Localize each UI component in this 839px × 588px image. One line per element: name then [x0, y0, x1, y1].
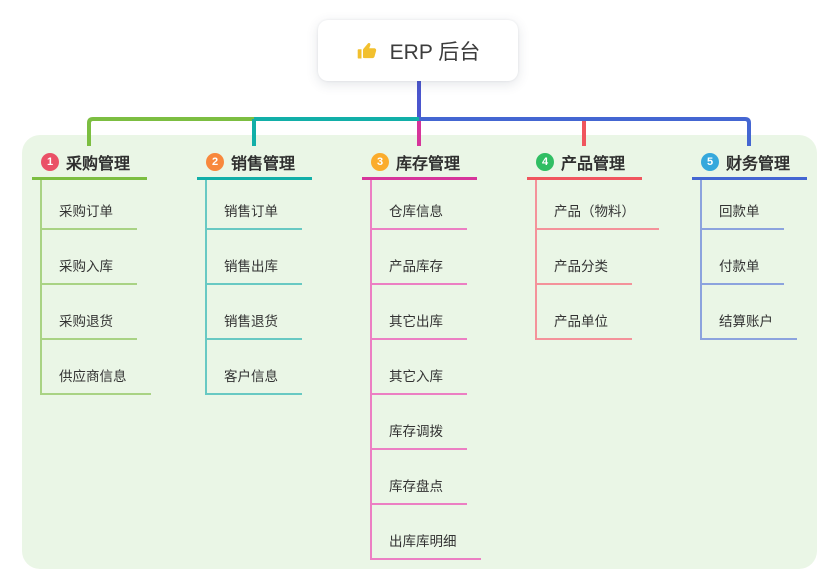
child-node-产品（物料）[interactable]: 产品（物料） — [537, 200, 659, 230]
child-node-其它出库[interactable]: 其它出库 — [372, 310, 467, 340]
child-row: 销售订单 — [207, 180, 327, 230]
thumbs-up-icon — [356, 39, 380, 63]
branch-label: 财务管理 — [726, 156, 791, 173]
child-node-采购入库[interactable]: 采购入库 — [42, 255, 137, 285]
child-row: 采购订单 — [42, 180, 162, 230]
child-row: 产品单位 — [537, 285, 657, 340]
child-row: 其它入库 — [372, 340, 492, 395]
root-title: ERP 后台 — [389, 40, 481, 64]
branch-label: 销售管理 — [231, 156, 296, 173]
child-row: 库存调拨 — [372, 395, 492, 450]
branch-number-badge: 2 — [206, 153, 224, 171]
child-row: 库存盘点 — [372, 450, 492, 505]
child-row: 出库库明细 — [372, 505, 492, 560]
branch-销售管理: 2 销售管理销售订单销售出库销售退货客户信息 — [197, 147, 327, 395]
branch-财务管理: 5 财务管理回款单付款单结算账户 — [692, 147, 822, 340]
child-row: 其它出库 — [372, 285, 492, 340]
branch-number-badge: 3 — [371, 153, 389, 171]
branch-number-badge: 5 — [701, 153, 719, 171]
child-row: 采购退货 — [42, 285, 162, 340]
branch-label: 采购管理 — [66, 156, 131, 173]
branch-label: 产品管理 — [561, 156, 626, 173]
branch-number-badge: 4 — [536, 153, 554, 171]
child-node-结算账户[interactable]: 结算账户 — [702, 310, 797, 340]
branch-label: 库存管理 — [396, 156, 461, 173]
child-node-产品单位[interactable]: 产品单位 — [537, 310, 632, 340]
child-row: 销售退货 — [207, 285, 327, 340]
branch-header-3[interactable]: 3 库存管理 — [362, 147, 477, 180]
child-row: 销售出库 — [207, 230, 327, 285]
child-node-产品库存[interactable]: 产品库存 — [372, 255, 467, 285]
child-row: 产品（物料） — [537, 180, 659, 230]
child-node-供应商信息[interactable]: 供应商信息 — [42, 365, 151, 395]
branch-children: 产品（物料） 产品分类产品单位 — [535, 180, 659, 340]
child-node-其它入库[interactable]: 其它入库 — [372, 365, 467, 395]
child-row: 仓库信息 — [372, 180, 492, 230]
child-node-库存盘点[interactable]: 库存盘点 — [372, 475, 467, 505]
child-node-客户信息[interactable]: 客户信息 — [207, 365, 302, 395]
child-row: 采购入库 — [42, 230, 162, 285]
child-node-产品分类[interactable]: 产品分类 — [537, 255, 632, 285]
mindmap-panel — [22, 135, 817, 569]
branch-number-badge: 1 — [41, 153, 59, 171]
branch-header-4[interactable]: 4 产品管理 — [527, 147, 642, 180]
child-row: 产品库存 — [372, 230, 492, 285]
child-row: 回款单 — [702, 180, 822, 230]
child-row: 供应商信息 — [42, 340, 162, 395]
child-row: 客户信息 — [207, 340, 327, 395]
child-node-采购订单[interactable]: 采购订单 — [42, 200, 137, 230]
branch-采购管理: 1 采购管理采购订单采购入库采购退货供应商信息 — [32, 147, 162, 395]
branch-产品管理: 4 产品管理产品（物料） 产品分类产品单位 — [527, 147, 659, 340]
child-node-销售退货[interactable]: 销售退货 — [207, 310, 302, 340]
branch-children: 销售订单销售出库销售退货客户信息 — [205, 180, 327, 395]
child-node-库存调拨[interactable]: 库存调拨 — [372, 420, 467, 450]
child-node-仓库信息[interactable]: 仓库信息 — [372, 200, 467, 230]
child-row: 产品分类 — [537, 230, 657, 285]
branch-children: 回款单付款单结算账户 — [700, 180, 822, 340]
branch-children: 采购订单采购入库采购退货供应商信息 — [40, 180, 162, 395]
child-row: 付款单 — [702, 230, 822, 285]
root-node[interactable]: ERP 后台 — [318, 20, 518, 81]
branch-children: 仓库信息产品库存其它出库其它入库库存调拨库存盘点出库库明细 — [370, 180, 492, 560]
branch-header-5[interactable]: 5 财务管理 — [692, 147, 807, 180]
child-node-回款单[interactable]: 回款单 — [702, 200, 784, 230]
branch-header-1[interactable]: 1 采购管理 — [32, 147, 147, 180]
branch-header-2[interactable]: 2 销售管理 — [197, 147, 312, 180]
child-node-销售出库[interactable]: 销售出库 — [207, 255, 302, 285]
child-node-付款单[interactable]: 付款单 — [702, 255, 784, 285]
child-node-销售订单[interactable]: 销售订单 — [207, 200, 302, 230]
child-node-采购退货[interactable]: 采购退货 — [42, 310, 137, 340]
child-row: 结算账户 — [702, 285, 822, 340]
branch-库存管理: 3 库存管理仓库信息产品库存其它出库其它入库库存调拨库存盘点出库库明细 — [362, 147, 492, 560]
child-node-出库库明细[interactable]: 出库库明细 — [372, 530, 481, 560]
